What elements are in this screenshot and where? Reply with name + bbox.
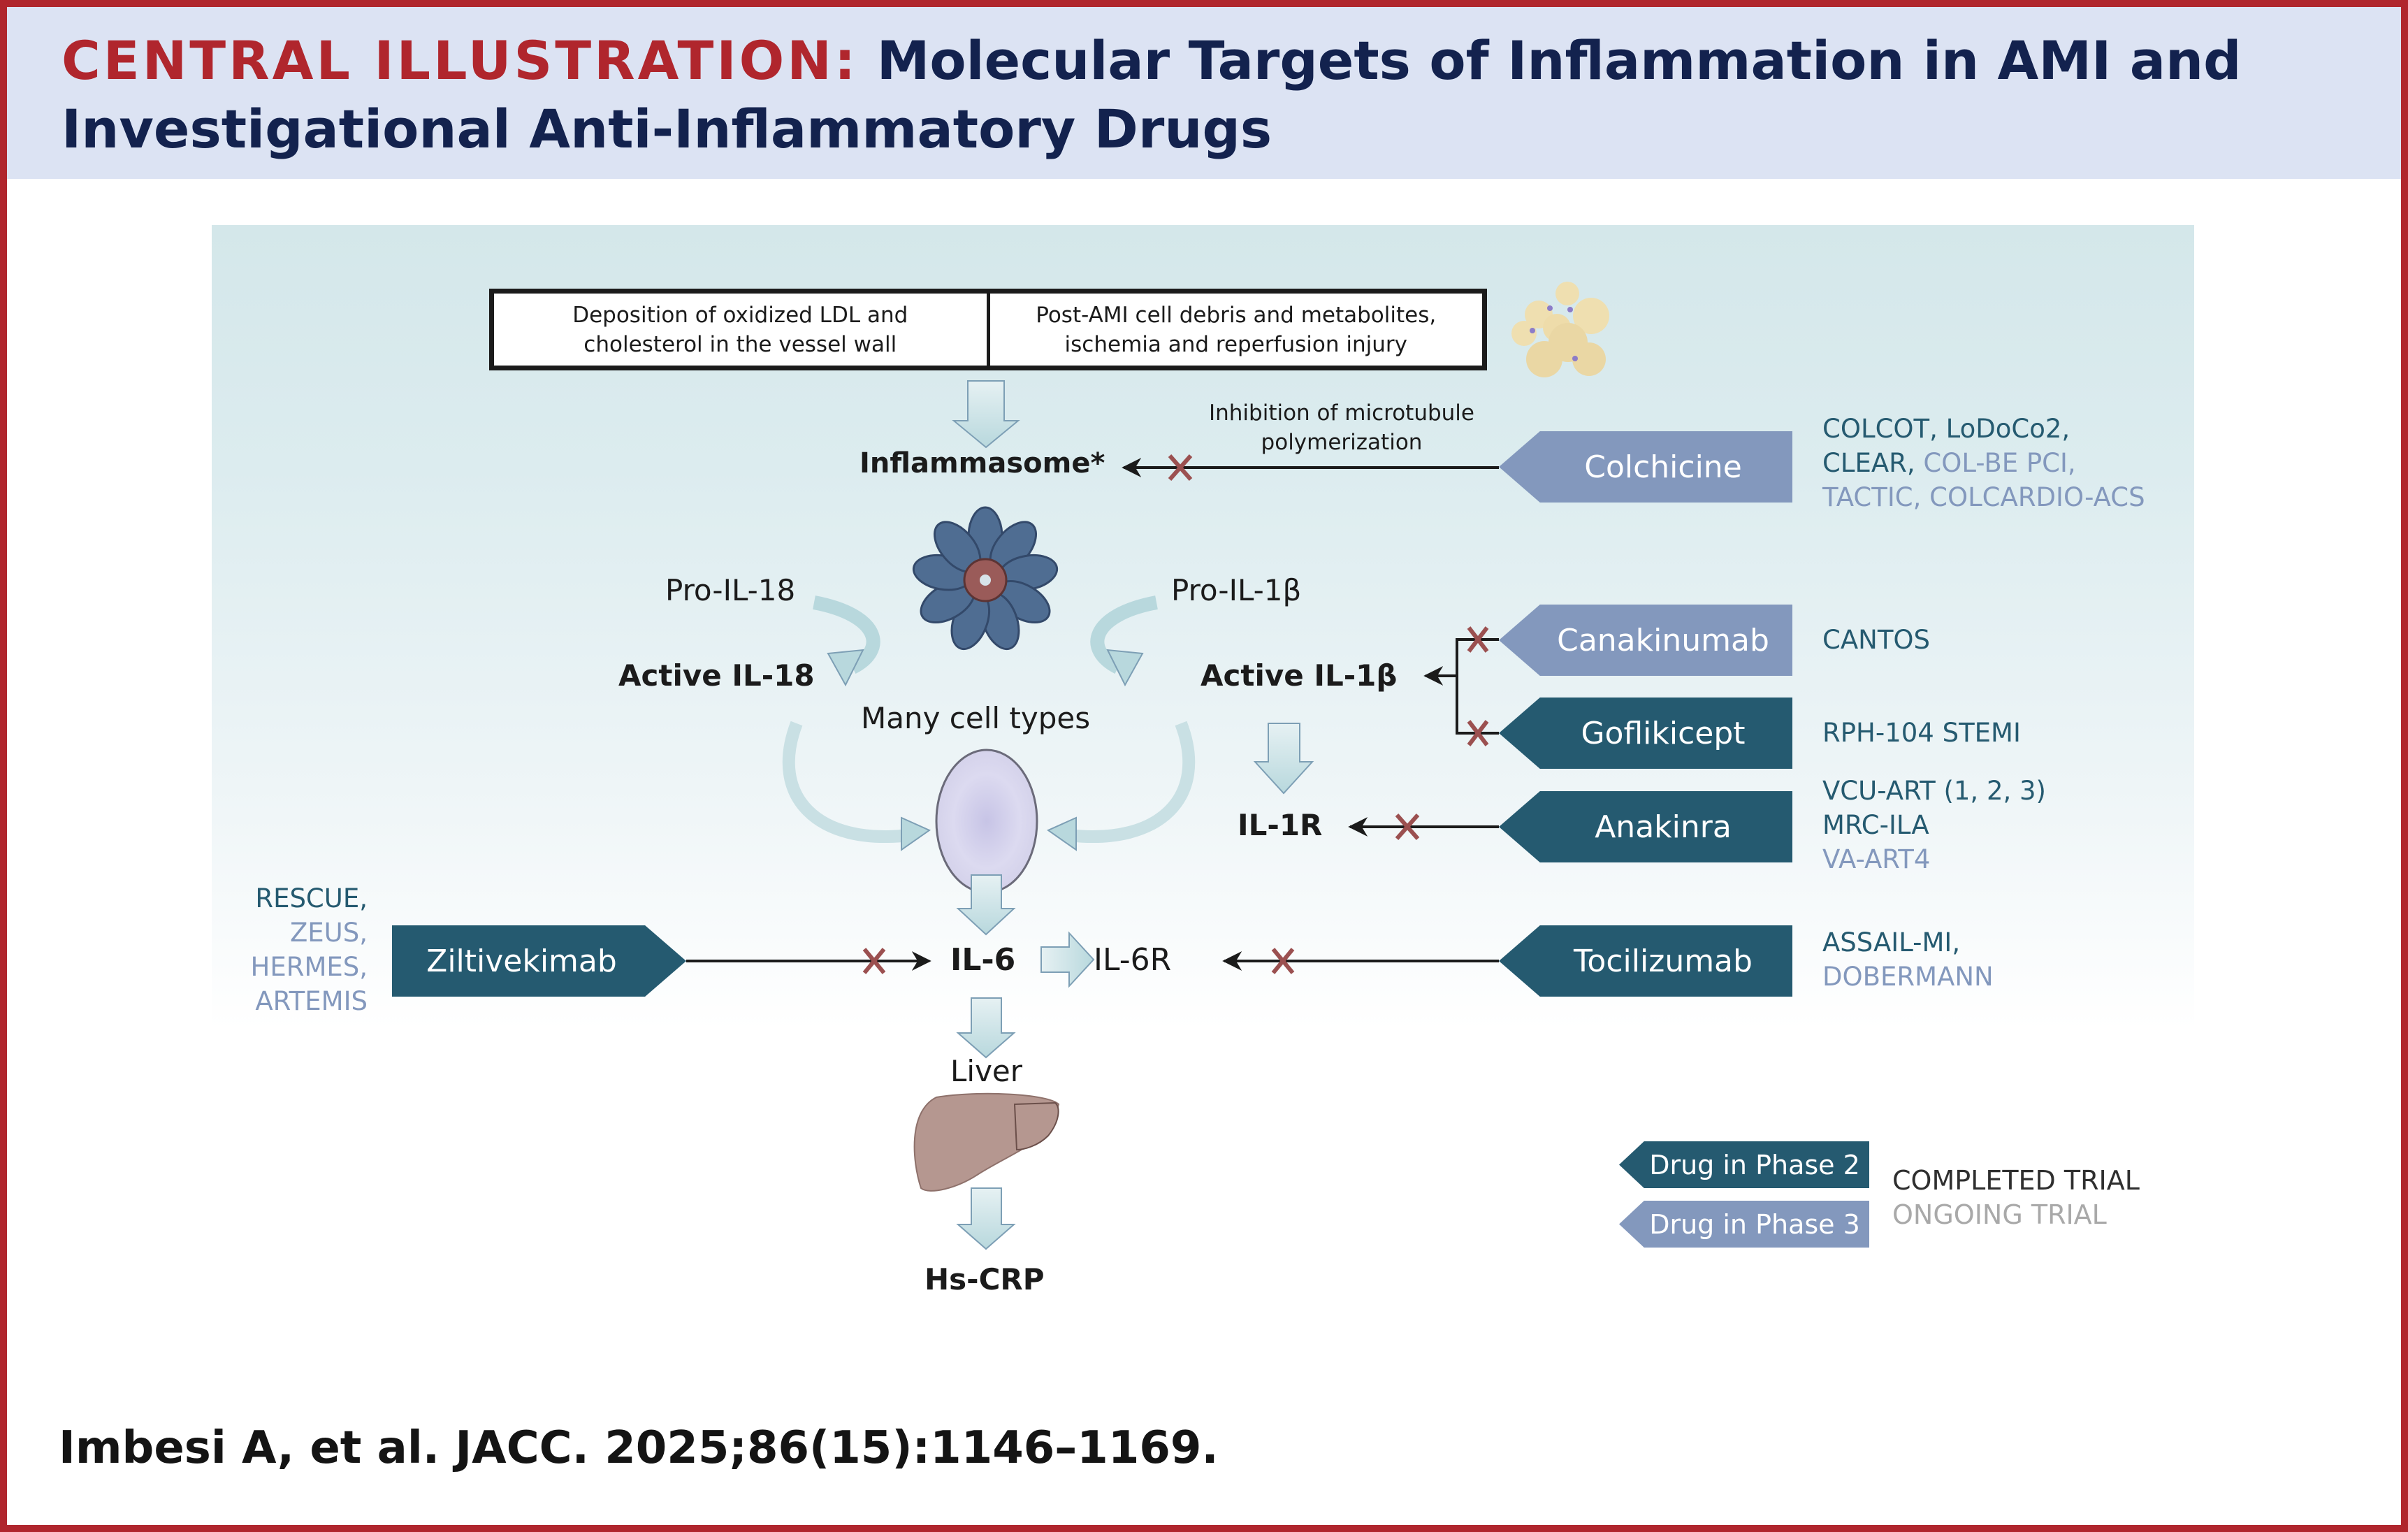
- trial-name: HERMES,: [250, 952, 368, 982]
- header-band: [7, 7, 2401, 179]
- loop-arrow-left-head: [901, 816, 931, 851]
- citation: Imbesi A, et al. JACC. 2025;86(15):1146–…: [59, 1422, 1219, 1474]
- trials-canakinumab: CANTOS: [1822, 623, 1930, 657]
- trial-name: RESCUE,: [255, 883, 368, 913]
- inhibit-x-icon: [1467, 626, 1489, 746]
- drug-ziltivekimab: Ziltivekimab: [392, 925, 686, 997]
- title-text: Molecular Targets of Inflammation in AMI…: [61, 29, 2242, 160]
- figure-title: CENTRAL ILLUSTRATION: Molecular Targets …: [61, 27, 2367, 164]
- trigger-post-ami: Post-AMI cell debris and metabolites, is…: [986, 294, 1483, 366]
- trial-name: MRC-ILA: [1822, 810, 1929, 840]
- flow-arrow-to-il6: [956, 874, 1016, 936]
- inflammasome-label: Inflammasome*: [860, 447, 1105, 479]
- trials-ziltivekimab: RESCUE, ZEUS, HERMES, ARTEMIS: [210, 881, 368, 1018]
- trial-name: CANTOS: [1822, 625, 1931, 655]
- liver-label: Liver: [950, 1054, 1023, 1088]
- drug-goflikicept: Goflikicept: [1499, 698, 1792, 769]
- cell-debris-icon: [1511, 282, 1609, 377]
- liver-icon: [913, 1092, 1060, 1192]
- trial-name: VCU-ART (1, 2, 3): [1822, 776, 2046, 806]
- curve-arrow-il18: [813, 595, 880, 674]
- trial-name: COLCOT,: [1822, 414, 1938, 444]
- il6-label: IL-6: [950, 942, 1016, 978]
- loop-arrow-right: [1068, 721, 1196, 843]
- flow-arrow-to-hscrp: [956, 1187, 1016, 1250]
- flow-arrow-to-liver: [956, 997, 1016, 1059]
- active-il1b-label: Active IL-1β: [1201, 658, 1398, 693]
- curve-arrow-il18-head: [827, 649, 864, 687]
- trial-name: COLCARDIO-ACS: [1929, 482, 2145, 512]
- trigger-ldl: Deposition of oxidized LDL and cholester…: [572, 302, 908, 357]
- trial-name: TACTIC,: [1822, 482, 1922, 512]
- trial-name: DOBERMANN: [1822, 962, 1994, 992]
- curve-arrow-il1b-head: [1106, 649, 1144, 687]
- legend-phase2: Drug in Phase 2: [1619, 1141, 1869, 1188]
- drug-tocilizumab: Tocilizumab: [1499, 925, 1792, 997]
- mechanism-label: Inhibition of microtubule polymerization: [1208, 400, 1474, 455]
- title-kicker: CENTRAL ILLUSTRATION:: [61, 29, 859, 92]
- trial-name: RPH-104 STEMI: [1822, 718, 2021, 748]
- trigger-boxes: Deposition of oxidized LDL and cholester…: [489, 289, 1487, 370]
- legend-completed: COMPLETED TRIAL: [1892, 1165, 2140, 1196]
- legend-ongoing: ONGOING TRIAL: [1892, 1199, 2107, 1230]
- trials-goflikicept: RPH-104 STEMI: [1822, 716, 2021, 750]
- drug-canakinumab: Canakinumab: [1499, 605, 1792, 676]
- inhibit-x-icon: [1168, 454, 1193, 481]
- loop-arrow-left: [782, 721, 910, 843]
- inhibit-x-icon: [1271, 948, 1295, 974]
- il6r-label: IL-6R: [1094, 942, 1172, 978]
- flow-arrow-to-il6r: [1040, 931, 1095, 988]
- pro-il1b-label: Pro-IL-1β: [1171, 573, 1302, 607]
- trials-anakinra: VCU-ART (1, 2, 3) MRC-ILA VA-ART4: [1822, 774, 2046, 876]
- drug-colchicine: Colchicine: [1499, 431, 1792, 503]
- loop-arrow-right-head: [1046, 816, 1077, 851]
- trial-name: CLEAR,: [1822, 448, 1915, 478]
- hscrp-label: Hs-CRP: [924, 1262, 1045, 1296]
- inhibit-x-icon: [862, 948, 886, 974]
- trial-name: LoDoCo2,: [1945, 414, 2070, 444]
- inflammasome-icon: [912, 506, 1059, 651]
- active-il18-label: Active IL-18: [618, 658, 815, 693]
- trials-colchicine: COLCOT, LoDoCo2, CLEAR, COL-BE PCI, TACT…: [1822, 412, 2145, 514]
- trials-tocilizumab: ASSAIL-MI, DOBERMANN: [1822, 925, 1994, 994]
- flow-arrow-to-inflammasome: [952, 380, 1020, 449]
- il1r-label: IL-1R: [1238, 808, 1323, 842]
- cell-icon: [935, 749, 1038, 894]
- pro-il18-label: Pro-IL-18: [665, 573, 796, 607]
- flow-arrow-to-il1r: [1253, 723, 1314, 795]
- trial-name: ASSAIL-MI,: [1822, 927, 1961, 957]
- trial-name: VA-ART4: [1822, 844, 1931, 874]
- drug-anakinra: Anakinra: [1499, 791, 1792, 862]
- curve-arrow-il1b: [1090, 595, 1158, 674]
- trial-name: ARTEMIS: [255, 986, 368, 1016]
- inhibit-x-icon: [1395, 814, 1420, 840]
- il1b-inhibition-bracket: [1423, 638, 1499, 735]
- many-cell-types-label: Many cell types: [861, 701, 1091, 735]
- legend-phase3: Drug in Phase 3: [1619, 1201, 1869, 1248]
- trial-name: ZEUS,: [289, 918, 368, 948]
- trial-name: COL-BE PCI,: [1923, 448, 2076, 478]
